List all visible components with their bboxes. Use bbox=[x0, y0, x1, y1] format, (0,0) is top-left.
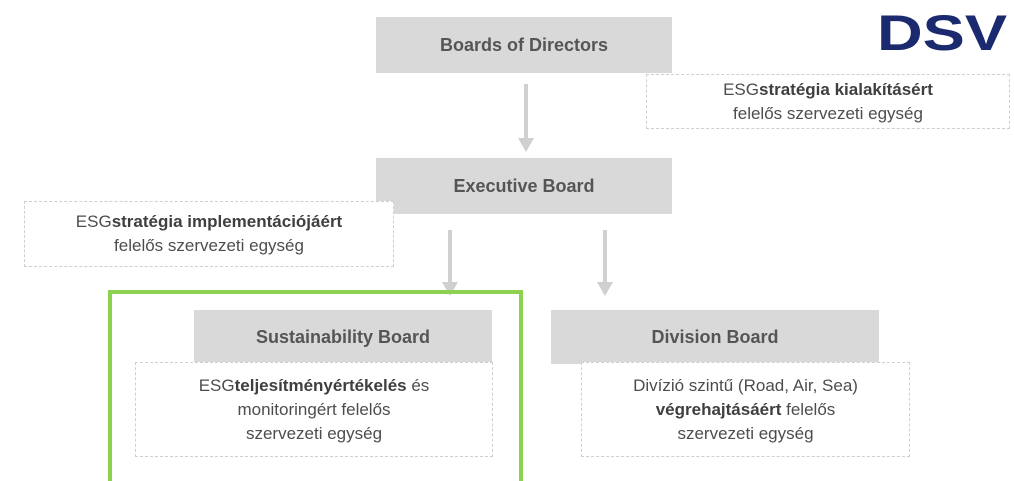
arrow-executive-to-division bbox=[595, 230, 615, 300]
note-performance-monitoring: ESGteljesítményértékelés és monitoringér… bbox=[135, 362, 493, 457]
note-prefix: ESG bbox=[198, 375, 235, 395]
sustainability-board-box: Sustainability Board bbox=[194, 310, 492, 364]
note-strategy-design: ESGstratégia kialakításért felelős szerv… bbox=[646, 74, 1010, 129]
note-line: Divízió szintű (Road, Air, Sea) bbox=[633, 375, 858, 395]
note-line: monitoringért felelős bbox=[237, 399, 391, 419]
arrow-executive-to-sustainability bbox=[440, 230, 460, 300]
note-bold: stratégia kialakításért bbox=[759, 79, 933, 99]
note-suffix: felelős bbox=[781, 399, 836, 419]
note-bold: stratégia implementációjáért bbox=[111, 212, 343, 231]
boards-of-directors-box: Boards of Directors bbox=[376, 17, 672, 73]
dsv-logo: DSV bbox=[874, 8, 1010, 56]
dsv-logo-text: DSV bbox=[877, 8, 1008, 56]
note-line: felelős szervezeti egység bbox=[114, 236, 304, 255]
note-prefix: ESG bbox=[723, 79, 759, 99]
note-line: felelős szervezeti egység bbox=[733, 103, 923, 123]
note-line: szervezeti egység bbox=[677, 423, 814, 443]
dsv-logo-mark: DSV bbox=[877, 8, 1008, 56]
note-strategy-implementation: ESGstratégia implementációjáért felelős … bbox=[24, 201, 394, 267]
note-division-execution: Divízió szintű (Road, Air, Sea) végrehaj… bbox=[581, 362, 910, 457]
executive-board-box: Executive Board bbox=[376, 158, 672, 214]
note-line: szervezeti egység bbox=[245, 423, 383, 443]
note-suffix: és bbox=[406, 375, 430, 395]
note-prefix: ESG bbox=[75, 212, 112, 231]
division-board-box: Division Board bbox=[551, 310, 879, 364]
note-bold: végrehajtásáért bbox=[655, 399, 782, 419]
note-bold: teljesítményértékelés bbox=[234, 375, 407, 395]
arrow-directors-to-executive bbox=[516, 84, 536, 154]
sustainability-highlight-frame bbox=[108, 290, 523, 481]
